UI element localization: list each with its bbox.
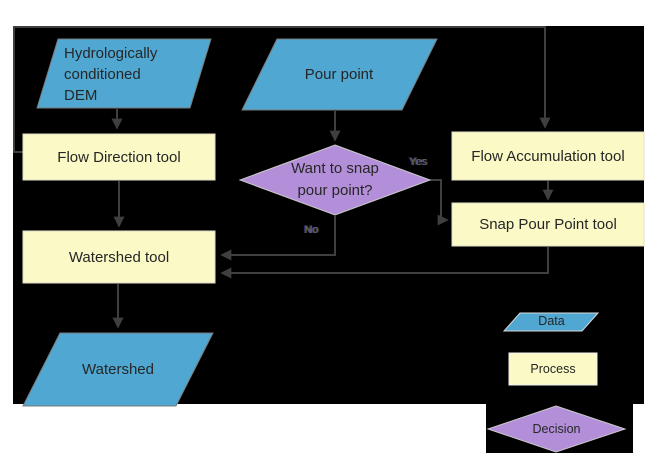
legend-decision-shape: [486, 405, 627, 453]
edge-snap-pour-point-to-watershed-tool: [220, 247, 549, 279]
legend-data-shape: [502, 312, 600, 332]
edge-decision-yes-to-snap-pour-point: [430, 179, 449, 226]
legend-process-shape: [508, 352, 598, 386]
watershed-tool-node-shape: [22, 230, 216, 284]
edge-flow-direction-to-flow-accumulation: [13, 26, 551, 153]
decision-node-shape: [238, 144, 432, 216]
edges-group: [13, 26, 554, 329]
watershed-node-shape: [22, 332, 214, 407]
dem-node-shape: [36, 38, 212, 109]
flow-accumulation-node-shape: [451, 131, 645, 181]
snap-pour-point-node-shape: [451, 202, 645, 247]
pour-point-node-shape: [241, 38, 438, 111]
edge-decision-no-to-watershed-tool: [220, 216, 336, 261]
flow-direction-node-shape: [22, 133, 216, 181]
